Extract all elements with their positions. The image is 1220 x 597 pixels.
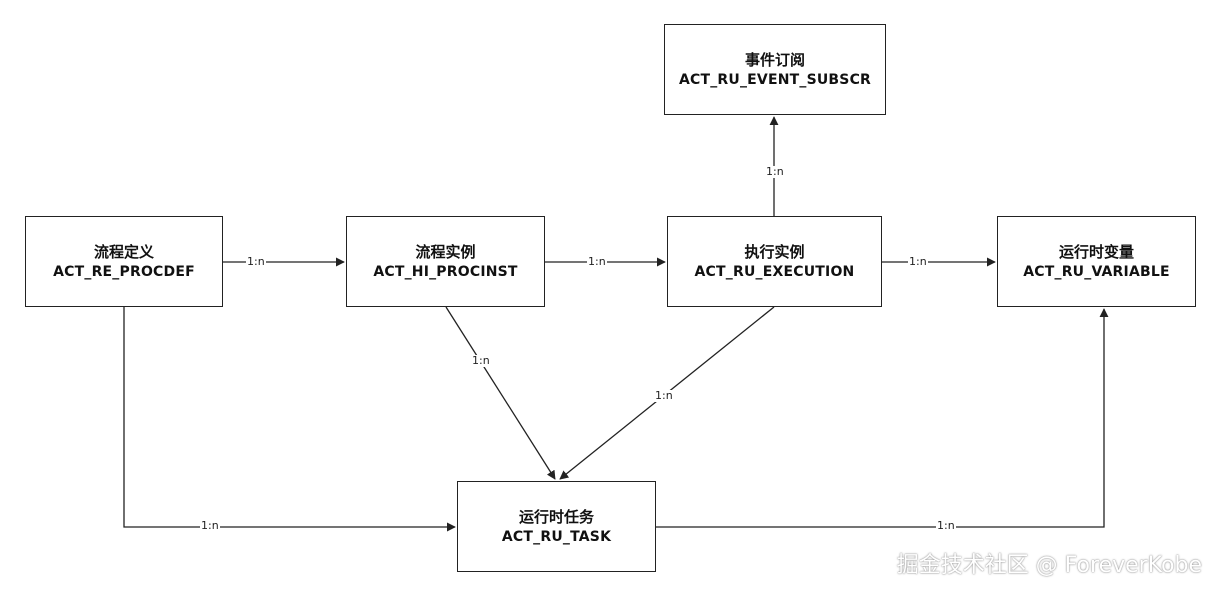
node-execution-table: ACT_RU_EXECUTION bbox=[694, 263, 855, 280]
node-variable-table: ACT_RU_VARIABLE bbox=[1023, 263, 1170, 280]
edge-label-execution-variable: 1:n bbox=[908, 255, 928, 268]
node-act-ru-event-subscr: 事件订阅 ACT_RU_EVENT_SUBSCR bbox=[664, 24, 886, 115]
node-act-ru-variable: 运行时变量 ACT_RU_VARIABLE bbox=[997, 216, 1196, 307]
edge-label-procdef-procinst: 1:n bbox=[246, 255, 266, 268]
node-procinst-table: ACT_HI_PROCINST bbox=[373, 263, 518, 280]
edge-task-variable bbox=[656, 308, 1109, 528]
edge-label-execution-task: 1:n bbox=[654, 389, 674, 402]
node-procinst-title: 流程实例 bbox=[415, 242, 476, 261]
watermark: 掘金技术社区 @ ForeverKobe bbox=[896, 553, 1202, 578]
node-act-ru-execution: 执行实例 ACT_RU_EXECUTION bbox=[667, 216, 882, 307]
node-task-title: 运行时任务 bbox=[518, 507, 594, 526]
node-task-table: ACT_RU_TASK bbox=[501, 528, 612, 545]
edge-label-procinst-execution: 1:n bbox=[587, 255, 607, 268]
edge-label-procinst-task: 1:n bbox=[471, 354, 491, 367]
node-procdef-table: ACT_RE_PROCDEF bbox=[53, 263, 195, 280]
node-act-hi-procinst: 流程实例 ACT_HI_PROCINST bbox=[346, 216, 545, 307]
node-act-re-procdef: 流程定义 ACT_RE_PROCDEF bbox=[25, 216, 223, 307]
node-act-ru-task: 运行时任务 ACT_RU_TASK bbox=[457, 481, 656, 572]
node-event-title: 事件订阅 bbox=[744, 50, 805, 69]
edge-label-task-variable: 1:n bbox=[936, 519, 956, 532]
edge-procinst-task bbox=[445, 306, 556, 480]
edge-label-procdef-task: 1:n bbox=[200, 519, 220, 532]
node-event-table: ACT_RU_EVENT_SUBSCR bbox=[678, 71, 872, 88]
node-variable-title: 运行时变量 bbox=[1058, 242, 1134, 261]
node-procdef-title: 流程定义 bbox=[93, 242, 154, 261]
node-execution-title: 执行实例 bbox=[744, 242, 805, 261]
edge-label-execution-event: 1:n bbox=[765, 165, 785, 178]
edge-procdef-task bbox=[123, 307, 456, 532]
